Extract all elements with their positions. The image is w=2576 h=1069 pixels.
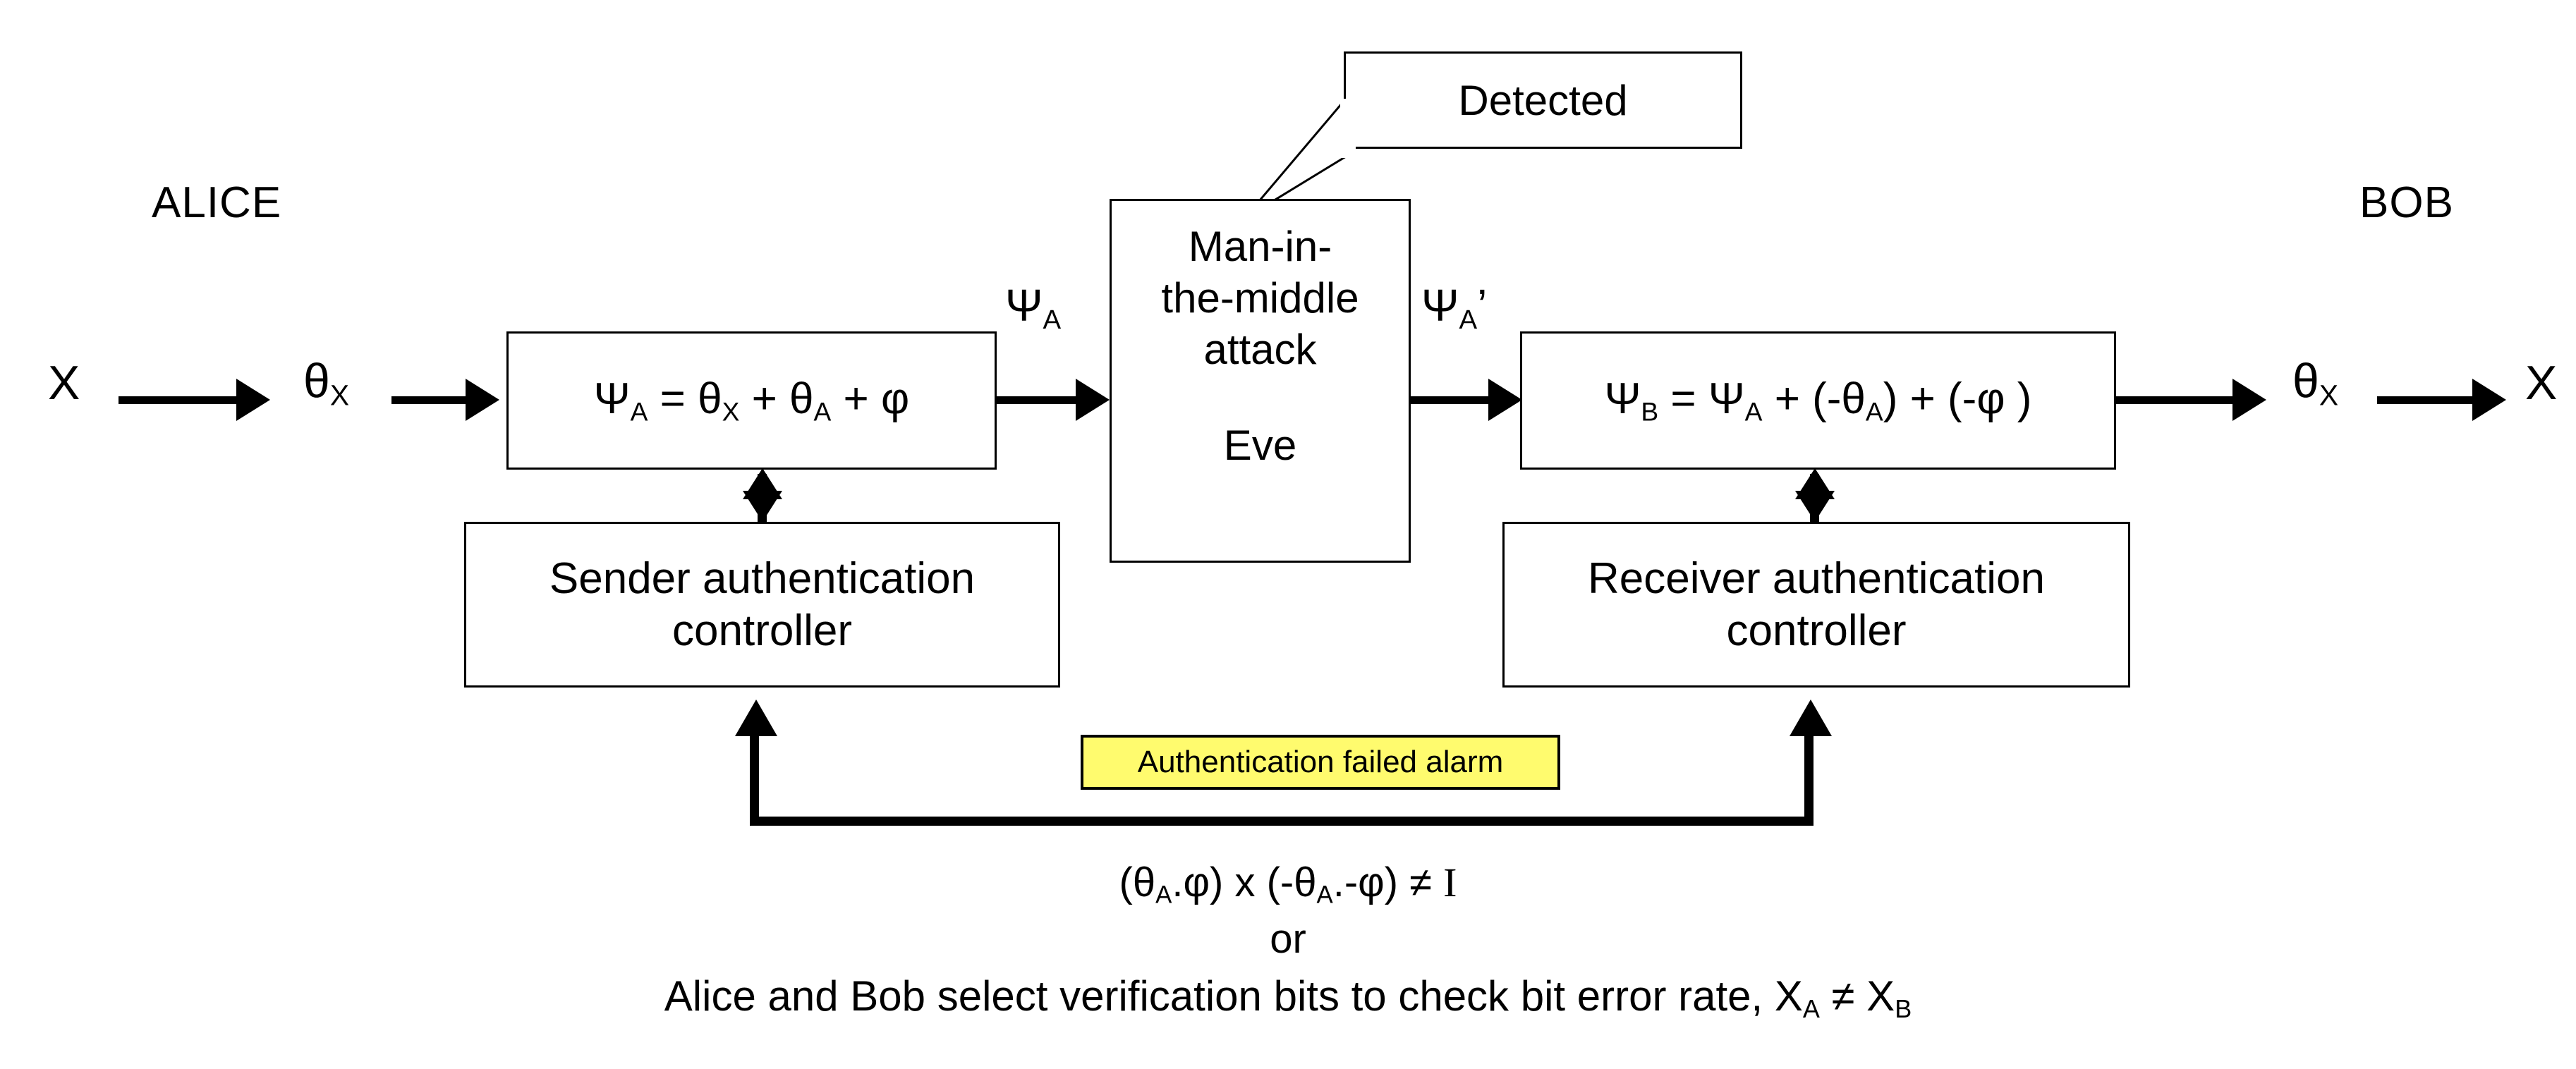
arrow-box1-to-eve-head (1076, 379, 1110, 421)
receiver-authentication-controller-box: Receiver authentication controller (1502, 522, 2130, 688)
feedback-left-arrow-head (735, 700, 777, 736)
arrow-eve-to-box3-head (1488, 379, 1522, 421)
receiver-formula-text: ΨB = ΨA + (-θA) + (-φ ) (1604, 374, 2032, 427)
channel-label-psi-a-prime: ΨA’ (1421, 280, 1488, 335)
party-label-bob: BOB (2359, 178, 2454, 227)
basis-right-theta-text: θX (2292, 354, 2339, 412)
authentication-failed-alarm-badge: Authentication failed alarm (1081, 735, 1560, 790)
detected-callout: Detected (1344, 51, 1742, 149)
eve-line-3: attack (1203, 326, 1317, 374)
arrow-box3-to-theta-line (2116, 396, 2236, 404)
arrow-box1-to-eve-line (997, 396, 1080, 404)
sender-authentication-controller-box: Sender authentication controller (464, 522, 1060, 688)
feedback-right-arrow-head (1790, 700, 1832, 736)
double-arrow-right-down-head (1795, 491, 1835, 522)
sender-formula-text: ΨA = θX + θA + φ (593, 374, 910, 427)
arrow-theta-to-box1-line (391, 396, 468, 404)
condition-equation: (θA.φ) x (-θA.-φ) ≠ I (0, 859, 2576, 910)
condition-or: or (1270, 916, 1306, 962)
arrow-theta-to-box1-head (466, 379, 499, 421)
callout-tail-icon (1243, 99, 1356, 220)
sender-controller-line-1: Sender authentication (549, 554, 976, 604)
feedback-horizontal-line (750, 817, 1813, 826)
eve-attack-box: Man-in- the-middle attack Eve (1110, 199, 1411, 563)
arrow-box3-to-theta-head (2232, 379, 2266, 421)
condition-check-line: Alice and Bob select verification bits t… (664, 972, 1912, 1024)
basis-left-theta-text: θX (303, 354, 350, 412)
output-bit-right: X (2525, 356, 2558, 410)
party-label-alice: ALICE (152, 178, 282, 227)
basis-right-theta: θX (2292, 354, 2339, 412)
receiver-controller-line-2: controller (1726, 606, 1907, 655)
arrow-theta-to-x-head (2472, 379, 2506, 421)
receiver-formula-box: ΨB = ΨA + (-θA) + (-φ ) (1520, 331, 2116, 470)
feedback-right-riser (1804, 732, 1813, 820)
eve-line-1: Man-in- (1188, 223, 1332, 270)
detected-callout-label: Detected (1458, 76, 1628, 124)
arrow-x-to-theta-head (236, 379, 270, 421)
eve-name: Eve (1223, 421, 1297, 469)
arrow-theta-to-x-line (2377, 396, 2476, 404)
channel-label-psi-a: ΨA (1005, 280, 1062, 335)
condition-equation-text: (θA.φ) x (-θA.-φ) ≠ I (1119, 860, 1457, 909)
arrow-eve-to-box3-line (1411, 396, 1494, 404)
input-bit-left: X (48, 356, 80, 410)
basis-left-theta: θX (303, 354, 350, 412)
double-arrow-left-down-head (743, 491, 782, 522)
sender-controller-line-2: controller (672, 606, 852, 655)
sender-formula-box: ΨA = θX + θA + φ (506, 331, 997, 470)
authentication-failed-alarm-label: Authentication failed alarm (1137, 745, 1504, 779)
receiver-controller-line-1: Receiver authentication (1588, 554, 2045, 604)
eve-line-2: the-middle (1161, 274, 1359, 322)
arrow-x-to-theta-line (119, 396, 238, 404)
feedback-left-riser (750, 732, 759, 820)
